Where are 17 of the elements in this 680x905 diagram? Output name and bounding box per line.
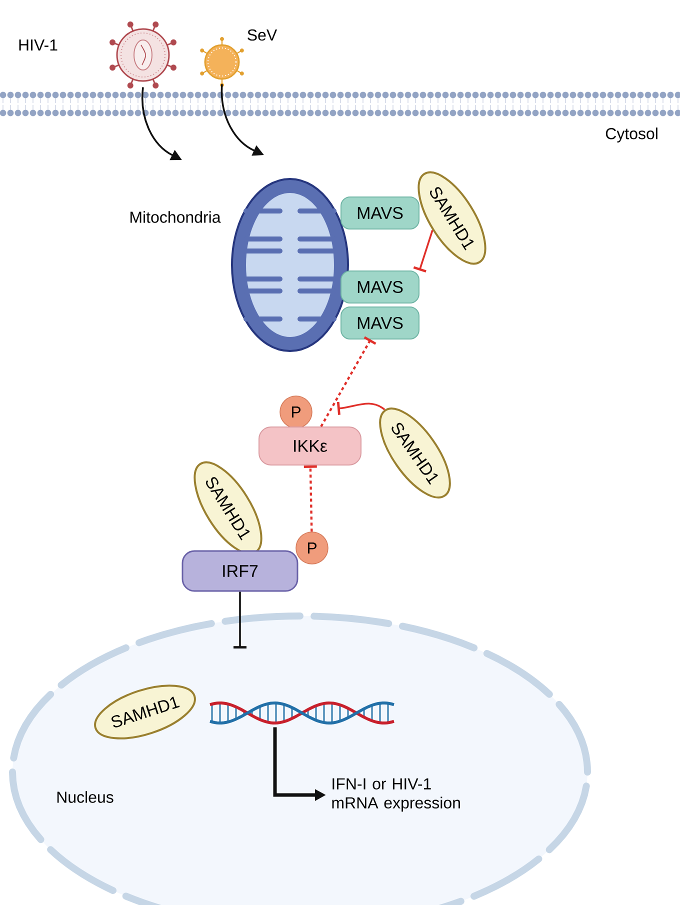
virus-drawing: SeV: [200, 29, 278, 87]
dna-drawing: [210, 702, 394, 724]
node-label: SeV: [248, 29, 278, 41]
protein-box: IRF7: [182, 550, 298, 592]
protein-box: MAVS: [340, 306, 420, 340]
inhibition-line: [304, 465, 317, 532]
region-label: Cytosol: [606, 128, 658, 142]
protein-box: MAVS: [340, 196, 420, 230]
virus-drawing: HIV-1: [19, 22, 176, 88]
inhibition-line: [413, 230, 434, 272]
inhibition-line: [336, 402, 386, 415]
protein-box: MAVS: [340, 270, 420, 304]
output-label: IFN-I or HIV-1 mRNA expression: [332, 778, 460, 812]
node-label: Mitochondria: [130, 211, 221, 223]
node-label: HIV-1: [19, 40, 58, 51]
inhibition-line: [234, 592, 246, 648]
protein-box: IKKε: [258, 426, 362, 466]
